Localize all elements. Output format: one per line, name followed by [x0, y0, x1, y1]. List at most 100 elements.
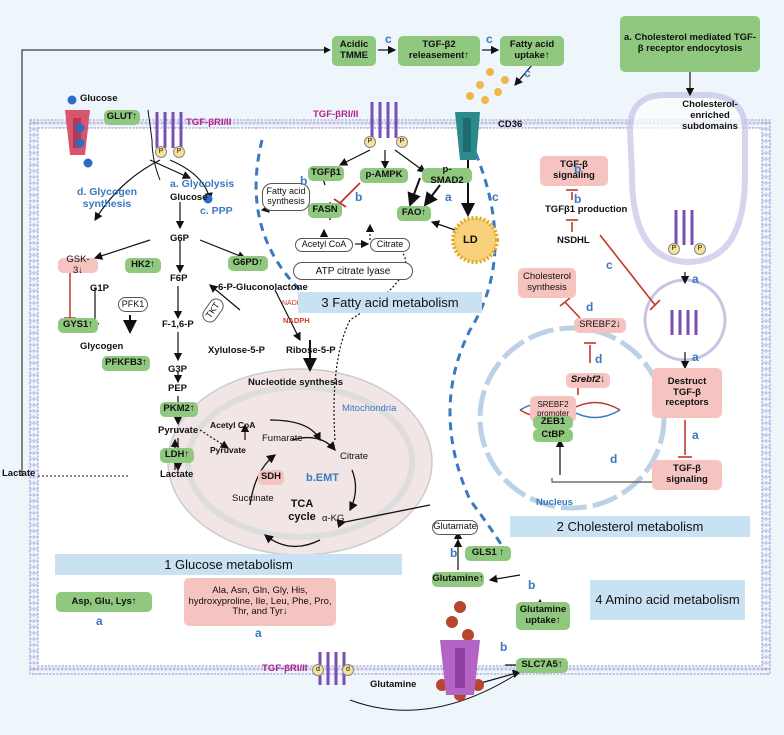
- succinate-label: Succinate: [232, 493, 274, 504]
- mito-pyruvate-label: Pyruvate: [210, 445, 246, 455]
- tgf-release-box: TGF-β2 releasement↑: [398, 36, 480, 66]
- g6pd-box: G6PD↑: [228, 256, 268, 271]
- phospho-marker: P: [694, 243, 706, 255]
- fumarate-label: Fumarate: [262, 433, 303, 444]
- mito-citrate-label: Citrate: [340, 451, 368, 462]
- phospho-marker: d: [312, 664, 324, 676]
- glycolysis-label: a. Glycolysis: [170, 178, 235, 190]
- glucose-section-banner: 1 Glucose metabolism: [55, 554, 402, 575]
- ppp-label: c. PPP: [200, 205, 233, 217]
- letter-b-ampk: b: [355, 190, 363, 204]
- letter-a-endo1: a: [692, 272, 699, 286]
- tgfbr-label-mid: TGF-βRI/II: [313, 109, 359, 120]
- cholesterol-section-banner: 2 Cholesterol metabolism: [510, 516, 750, 537]
- fatty-section-banner: 3 Fatty acid metabolism: [298, 292, 482, 313]
- g1p-label: G1P: [90, 283, 110, 294]
- fatty-acid-dots: [466, 68, 509, 104]
- glutamine-uptake-box: Glutamine uptake↑: [516, 602, 570, 630]
- cd36-transporter: [455, 112, 480, 160]
- ldh-box: LDH↑: [160, 448, 194, 463]
- tgfb-signaling-bottom-box: TGF-β signaling: [652, 460, 722, 490]
- fasn-box: FASN: [308, 203, 342, 218]
- chol-synthesis-box: Cholesterol synthesis: [518, 268, 576, 298]
- pfkfb3-box: PFKFB3↑: [102, 356, 150, 371]
- nadp-label: NADP⁺: [282, 300, 306, 307]
- pyruvate-label: Pyruvate: [158, 425, 199, 436]
- letter-c: c: [385, 32, 392, 46]
- slc7a5-transporter: [440, 640, 480, 695]
- letter-a-aa: a: [255, 626, 262, 640]
- pkm2-box: PKM2↑: [160, 402, 198, 417]
- gls1-box: GLS1 ↑: [465, 546, 511, 561]
- slc7a5-box: SLC7A5↑: [516, 658, 568, 673]
- phospho-marker: P: [396, 136, 408, 148]
- letter-d-srebf: d: [586, 300, 594, 314]
- lactate-export-line: [21, 46, 331, 477]
- glut-box: GLUT↑: [104, 110, 140, 125]
- glucose-molecules: [67, 95, 213, 204]
- tgfb1-production-label: TGFβ1 production: [545, 204, 628, 215]
- phospho-marker: P: [173, 146, 185, 158]
- emt-label: b.EMT: [306, 472, 339, 484]
- nucleotide-label: Nucleotide synthesis: [248, 377, 344, 388]
- glycogen-label: Glycogen: [80, 341, 124, 352]
- aa-decrease-box: Ala, Asn, Gln, Gly, His, hydroxyproline,…: [184, 578, 336, 626]
- letter-b-chol2: b: [574, 192, 582, 206]
- asp-glu-lys-box: Asp, Glu, Lys↑: [56, 592, 152, 612]
- letter-c-cd36: c: [492, 190, 499, 204]
- srebf2-protein-box: SREBF2↓: [574, 318, 626, 333]
- tca-cycle-label: TCA cycle: [288, 498, 316, 523]
- glucose-in-label: Glucose: [170, 192, 208, 203]
- nucleus-label: Nucleus: [536, 497, 573, 508]
- ld-label: LD: [463, 234, 478, 246]
- letter-a-endo2: a: [692, 350, 699, 364]
- citrate-box: Citrate: [370, 238, 410, 252]
- cd36-label: CD36: [498, 119, 523, 130]
- pfk1-box: PFK1: [118, 297, 148, 312]
- cholesterol-subdomains-label: Cholesterol-enriched subdomains: [682, 99, 738, 132]
- mitochondrion-shape: [167, 368, 433, 556]
- xylulose-label: Xylulose-5-P: [208, 345, 266, 356]
- glutamate-box: Glutamate: [432, 520, 478, 535]
- glutamine-in-box: Glutamine↑: [432, 572, 484, 587]
- nadph-label: NADPH: [283, 316, 310, 325]
- f16p-label: F-1,6-P: [162, 319, 194, 330]
- tgfb1-box: TGFβ1: [308, 166, 344, 181]
- endocytosed-receptor: [670, 210, 698, 335]
- letter-c-chol: c: [606, 258, 613, 272]
- phospho-marker: P: [364, 136, 376, 148]
- nucleus-shape: [477, 325, 667, 511]
- f6p-label: F6P: [170, 273, 188, 284]
- p-smad2-box: p-SMAD2: [422, 164, 472, 185]
- amino-section-banner: 4 Amino acid metabolism: [590, 580, 745, 620]
- letter-b-gls: b: [450, 546, 458, 560]
- letter-c: c: [524, 66, 531, 80]
- tgfbr-receptor-top-left: [155, 112, 183, 148]
- phospho-marker: d: [342, 664, 354, 676]
- top-flow-arrows: [378, 45, 695, 97]
- letter-a-endo3: a: [692, 428, 699, 442]
- letter-b-uptake: b: [528, 578, 536, 592]
- phospho-marker: P: [668, 243, 680, 255]
- hk2-box: HK2↑: [125, 258, 161, 273]
- tgfbr-label-left: TGF-βRI/II: [186, 117, 232, 128]
- letter-b-chol1: b: [574, 162, 582, 176]
- fao-box: FAO↑: [397, 206, 431, 221]
- lactate-label: Lactate: [160, 469, 194, 480]
- phospho-marker: P: [155, 146, 167, 158]
- mitochondria-label: Mitochondria: [342, 403, 397, 414]
- ribose-label: Ribose-5-P: [286, 345, 336, 356]
- g3p-label: G3P: [168, 364, 188, 375]
- lipid-droplet: [451, 216, 499, 264]
- letter-c: c: [486, 32, 493, 46]
- letter-d-gene: d: [595, 352, 603, 366]
- gsk3-box: GSK-3↓: [58, 254, 98, 275]
- nsdhl-label: NSDHL: [557, 235, 590, 246]
- acly-box: ATP citrate lyase: [293, 262, 413, 280]
- invagination-shape: [626, 92, 748, 266]
- zeb1-box: ZEB1: [533, 416, 573, 429]
- fa-uptake-box: Fatty acid uptake↑: [500, 36, 564, 66]
- tgfb-signaling-top-box: TGF-β signaling: [540, 156, 608, 186]
- glycogen-synthesis-label: d. Glycogen synthesis: [76, 186, 138, 211]
